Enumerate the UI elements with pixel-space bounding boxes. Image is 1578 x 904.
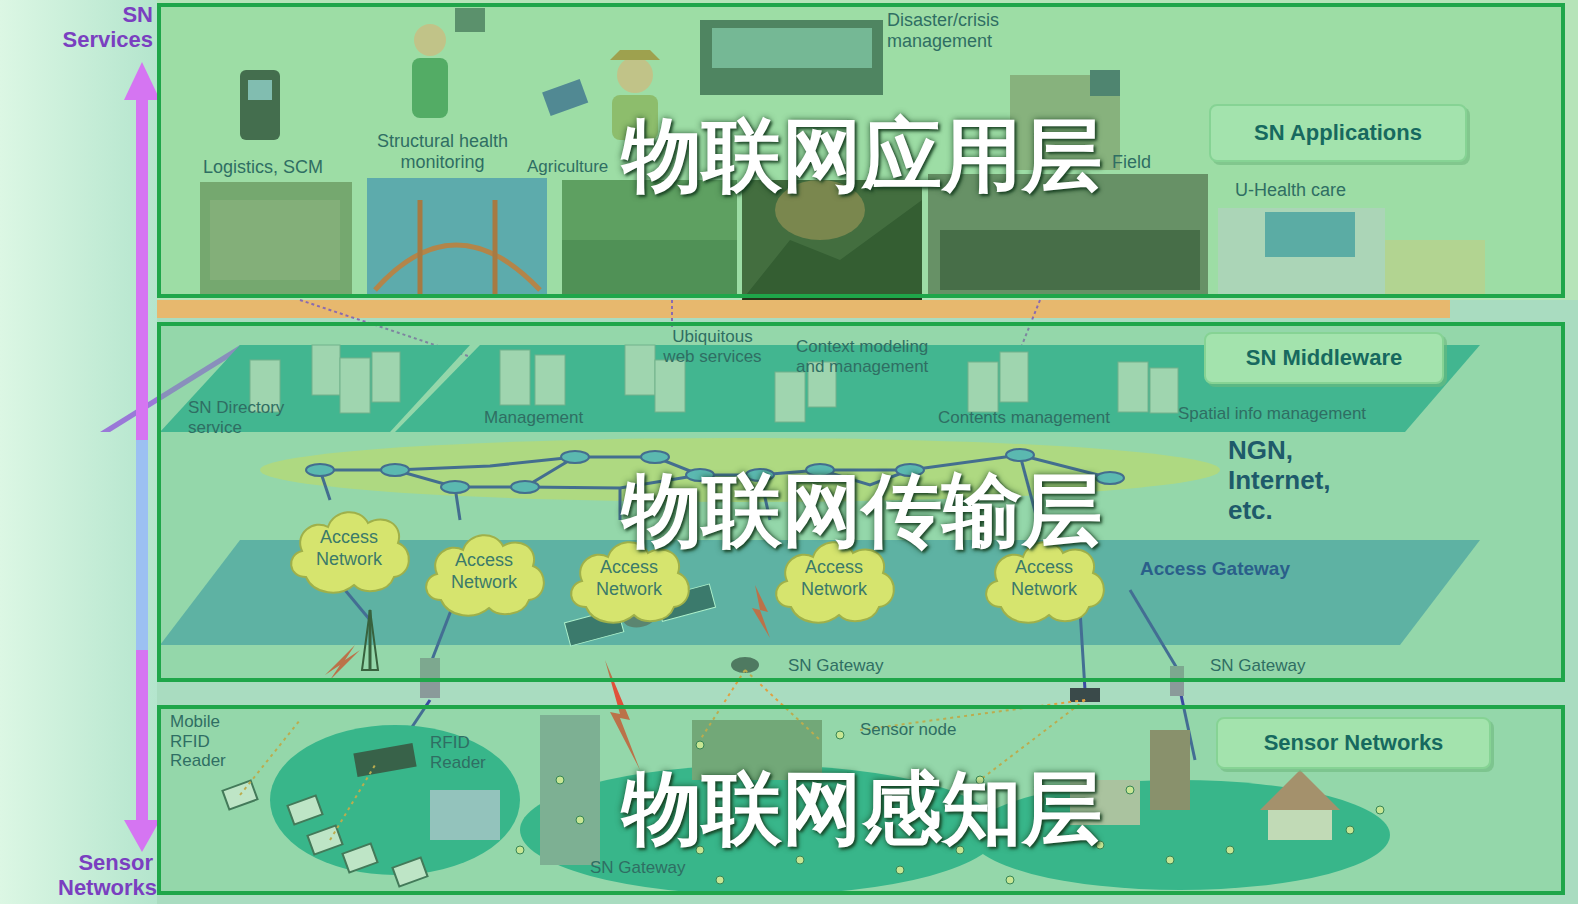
- annotation-label: Spatial info management: [1178, 404, 1366, 424]
- cloud-shape: [776, 542, 894, 622]
- annotation-label: SN Directory service: [188, 398, 338, 437]
- annotation-label: Structural health monitoring: [360, 131, 525, 172]
- cloud-label: Access Network: [581, 557, 677, 600]
- layer-band: 物联网应用层 SN Applications: [157, 3, 1565, 298]
- annotation-label: Management: [484, 408, 583, 428]
- annotation-label: Field: [1112, 152, 1151, 173]
- layer-tag: SN Applications: [1209, 104, 1467, 162]
- layer-band: 物联网传输层SN MiddlewareAccess NetworkAccess …: [157, 322, 1565, 682]
- annotation-label: Sensor node: [860, 720, 956, 740]
- tag-text: SN Middleware: [1246, 345, 1402, 371]
- cloud-shape: [986, 542, 1104, 622]
- cloud-shape: [291, 512, 409, 592]
- network-cloud: Access Network: [419, 522, 549, 622]
- annotation-label: Context modeling and management: [796, 337, 956, 376]
- cloud-label: Access Network: [436, 550, 532, 593]
- layer-title: 物联网感知层: [622, 769, 1102, 849]
- annotation-label: SN Gateway: [590, 858, 685, 878]
- annotation-label: Ubiquitous web services: [655, 327, 770, 366]
- network-cloud: Access Network: [284, 499, 414, 599]
- cloud-label: Access Network: [786, 557, 882, 600]
- cloud-label: Access Network: [301, 527, 397, 570]
- annotation-label: RFID Reader: [430, 733, 492, 772]
- annotation-label: Logistics, SCM: [203, 157, 323, 178]
- layer-tag: Sensor Networks: [1216, 717, 1491, 769]
- cloud-label: Access Network: [996, 557, 1092, 600]
- layer-tag: SN Middleware: [1204, 332, 1444, 384]
- annotation-label: SN Services: [58, 2, 153, 53]
- annotation-label: Contents management: [938, 408, 1110, 428]
- annotation-label: NGN, Internet, etc.: [1228, 436, 1358, 526]
- layer-title: 物联网传输层: [622, 471, 1102, 551]
- tag-text: SN Applications: [1254, 120, 1422, 146]
- cloud-shape: [571, 542, 689, 622]
- annotation-label: Sensor Networks: [58, 850, 153, 901]
- layer-title: 物联网应用层: [622, 116, 1102, 196]
- annotation-label: U-Health care: [1235, 180, 1346, 201]
- annotation-label: SN Gateway: [1210, 656, 1305, 676]
- tag-text: Sensor Networks: [1264, 730, 1444, 756]
- annotation-label: Agriculture: [527, 157, 608, 177]
- annotation-label: Mobile RFID Reader: [170, 712, 250, 771]
- annotation-label: SN Gateway: [788, 656, 883, 676]
- cloud-shape: [426, 535, 544, 615]
- annotation-label: Access Gateway: [1140, 558, 1290, 580]
- annotation-label: Disaster/crisis management: [887, 10, 1017, 51]
